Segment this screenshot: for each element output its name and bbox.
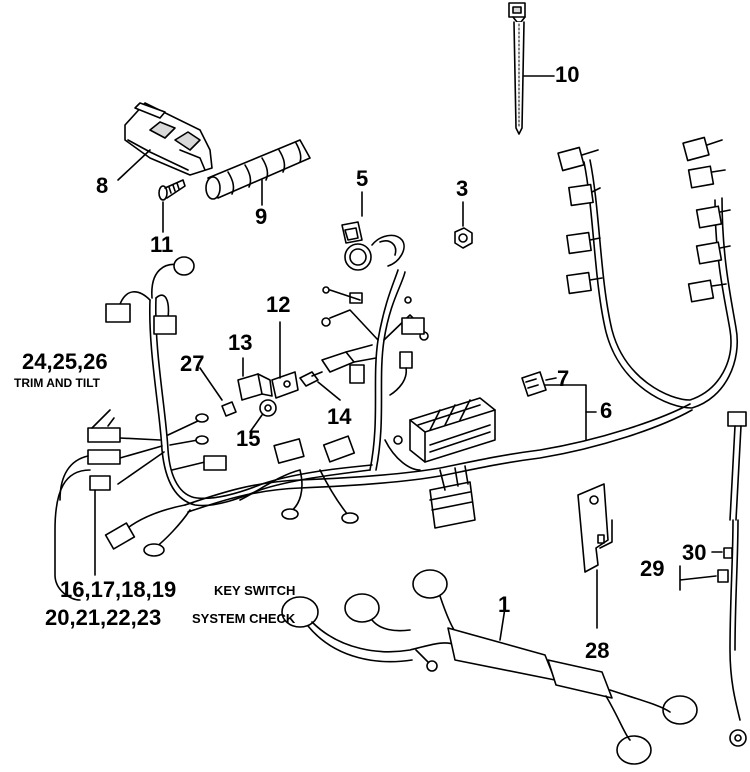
callout-5: 5 bbox=[356, 166, 369, 191]
battery-cable-part-1 bbox=[281, 569, 698, 765]
callout-9: 9 bbox=[255, 204, 268, 229]
callout-6: 6 bbox=[600, 398, 613, 423]
system-check-numbers: 20,21,22,23 bbox=[45, 605, 162, 630]
callout-29: 29 bbox=[640, 556, 665, 581]
callout-27: 27 bbox=[180, 351, 205, 376]
screw-part-11 bbox=[158, 179, 186, 233]
callout-11: 11 bbox=[150, 232, 174, 257]
sensor-part-5 bbox=[341, 191, 405, 271]
callout-15: 15 bbox=[236, 426, 261, 451]
nut-part-3 bbox=[454, 201, 473, 249]
group-leaders bbox=[54, 409, 115, 601]
cable-tie-part-10 bbox=[508, 2, 555, 135]
small-parts bbox=[199, 321, 341, 433]
left-harness bbox=[87, 256, 373, 557]
callout-1: 1 bbox=[498, 592, 511, 617]
sleeve-part-9 bbox=[205, 139, 311, 206]
callout-7: 7 bbox=[557, 366, 570, 391]
lead-wire-parts-29-30 bbox=[679, 411, 747, 747]
callout-10: 10 bbox=[555, 62, 580, 87]
key-switch-numbers: 16,17,18,19 bbox=[60, 577, 177, 602]
callout-14: 14 bbox=[327, 404, 352, 429]
bracket-plate-part-28 bbox=[577, 483, 613, 629]
callout-8: 8 bbox=[96, 173, 109, 198]
callout-13: 13 bbox=[228, 330, 253, 355]
fuse-part-7 bbox=[521, 371, 557, 397]
key-switch-label: KEY SWITCH bbox=[214, 583, 296, 598]
callout-12: 12 bbox=[266, 292, 291, 317]
trim-tilt-label: TRIM AND TILT bbox=[14, 376, 100, 390]
trim-tilt-numbers: 24,25,26 bbox=[22, 349, 108, 374]
bracket-part-8 bbox=[117, 102, 213, 181]
callout-28: 28 bbox=[585, 638, 610, 663]
callout-3: 3 bbox=[456, 176, 469, 201]
system-check-label: SYSTEM CHECK bbox=[192, 611, 296, 626]
junction-box bbox=[409, 397, 496, 529]
centre-branch-wires bbox=[321, 269, 429, 471]
callout-30: 30 bbox=[682, 540, 707, 565]
